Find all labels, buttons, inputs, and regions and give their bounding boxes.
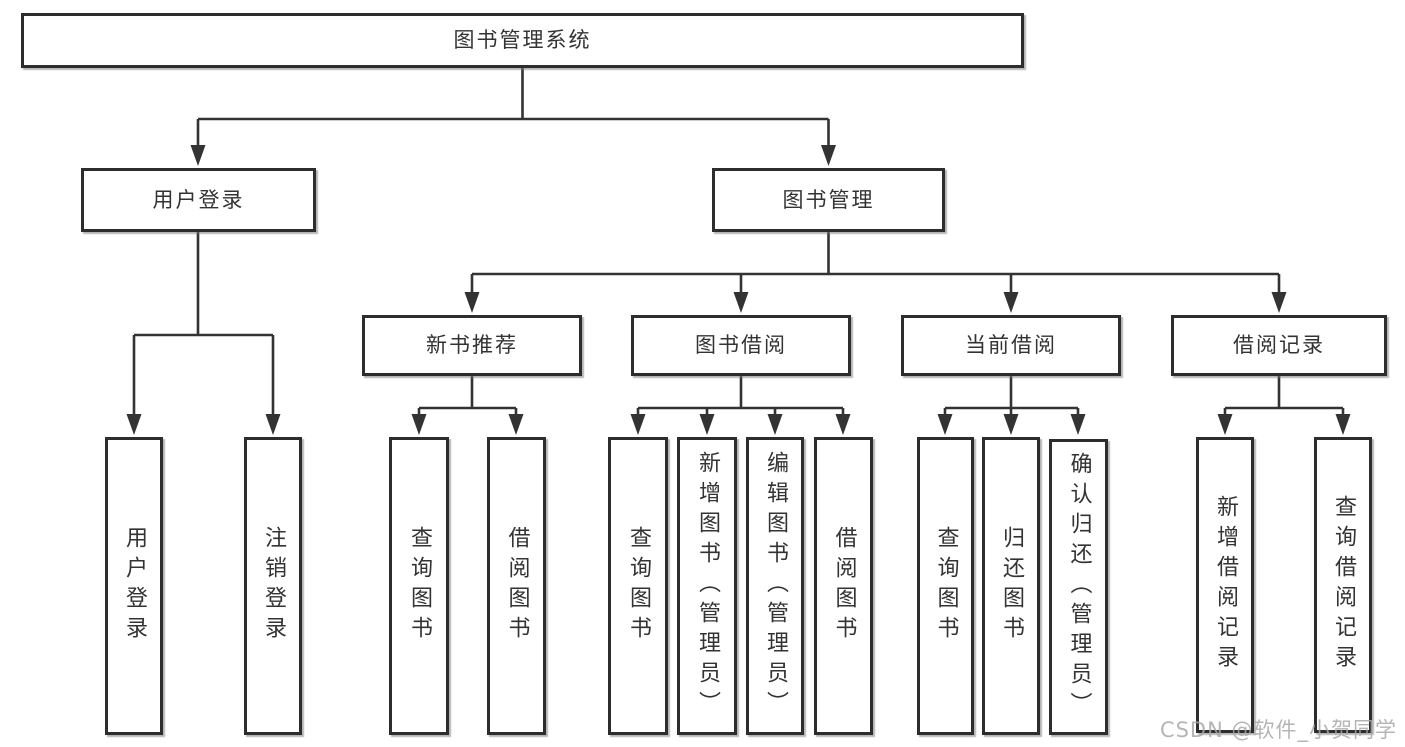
leaf-recommend-borrow-books: 借阅图书 <box>487 437 546 735</box>
node-label: 编辑图书（管理员） <box>763 451 788 721</box>
node-label: 确认归还（管理员） <box>1066 452 1092 722</box>
node-label: 图书管理 <box>782 187 875 212</box>
leaf-confirm-return-admin: 确认归还（管理员） <box>1049 439 1108 735</box>
arrowhead-icons <box>126 145 1351 435</box>
node-user-login-module: 用户登录 <box>81 168 316 232</box>
leaf-return-books: 归还图书 <box>982 437 1040 735</box>
csdn-watermark: CSDN @软件_小贺同学 <box>1159 718 1397 742</box>
node-label: 查询图书 <box>407 526 432 646</box>
node-label: 用户登录 <box>122 526 147 646</box>
leaf-borrow-books: 借阅图书 <box>814 437 873 735</box>
node-label: 查询图书 <box>626 526 651 646</box>
leaf-logout: 注销登录 <box>244 437 302 735</box>
node-label: 注销登录 <box>261 526 286 646</box>
node-label: 借阅图书 <box>504 526 530 646</box>
node-label: 当前借阅 <box>965 333 1057 357</box>
node-label: 用户登录 <box>152 187 245 212</box>
node-label: 图书管理系统 <box>453 28 592 52</box>
leaf-borrow-query-books: 查询图书 <box>608 437 668 735</box>
node-borrowing-records: 借阅记录 <box>1171 315 1387 376</box>
leaf-current-query-books: 查询图书 <box>917 437 974 735</box>
node-label: 借阅图书 <box>831 526 857 646</box>
connector-lines <box>134 68 1343 410</box>
node-book-borrowing: 图书借阅 <box>631 315 851 376</box>
node-label: 新增图书（管理员） <box>695 451 720 721</box>
leaf-add-borrow-record: 新增借阅记录 <box>1196 437 1254 733</box>
leaf-edit-books-admin: 编辑图书（管理员） <box>746 437 804 735</box>
leaf-add-books-admin: 新增图书（管理员） <box>677 437 737 735</box>
node-label: 借阅记录 <box>1233 333 1325 357</box>
node-current-borrowing: 当前借阅 <box>901 315 1121 376</box>
node-new-book-recommendation: 新书推荐 <box>362 315 582 376</box>
node-label: 新书推荐 <box>426 333 518 357</box>
node-label: 图书借阅 <box>695 333 787 357</box>
node-label: 查询图书 <box>933 526 959 646</box>
node-label: 归还图书 <box>999 526 1024 646</box>
node-label: 新增借阅记录 <box>1213 495 1238 675</box>
node-book-management-module: 图书管理 <box>712 168 945 232</box>
leaf-user-login: 用户登录 <box>105 437 163 735</box>
leaf-query-borrow-record: 查询借阅记录 <box>1314 437 1372 733</box>
node-library-management-system: 图书管理系统 <box>21 13 1024 68</box>
node-label: 查询借阅记录 <box>1331 495 1356 675</box>
leaf-recommend-query-books: 查询图书 <box>389 437 449 735</box>
